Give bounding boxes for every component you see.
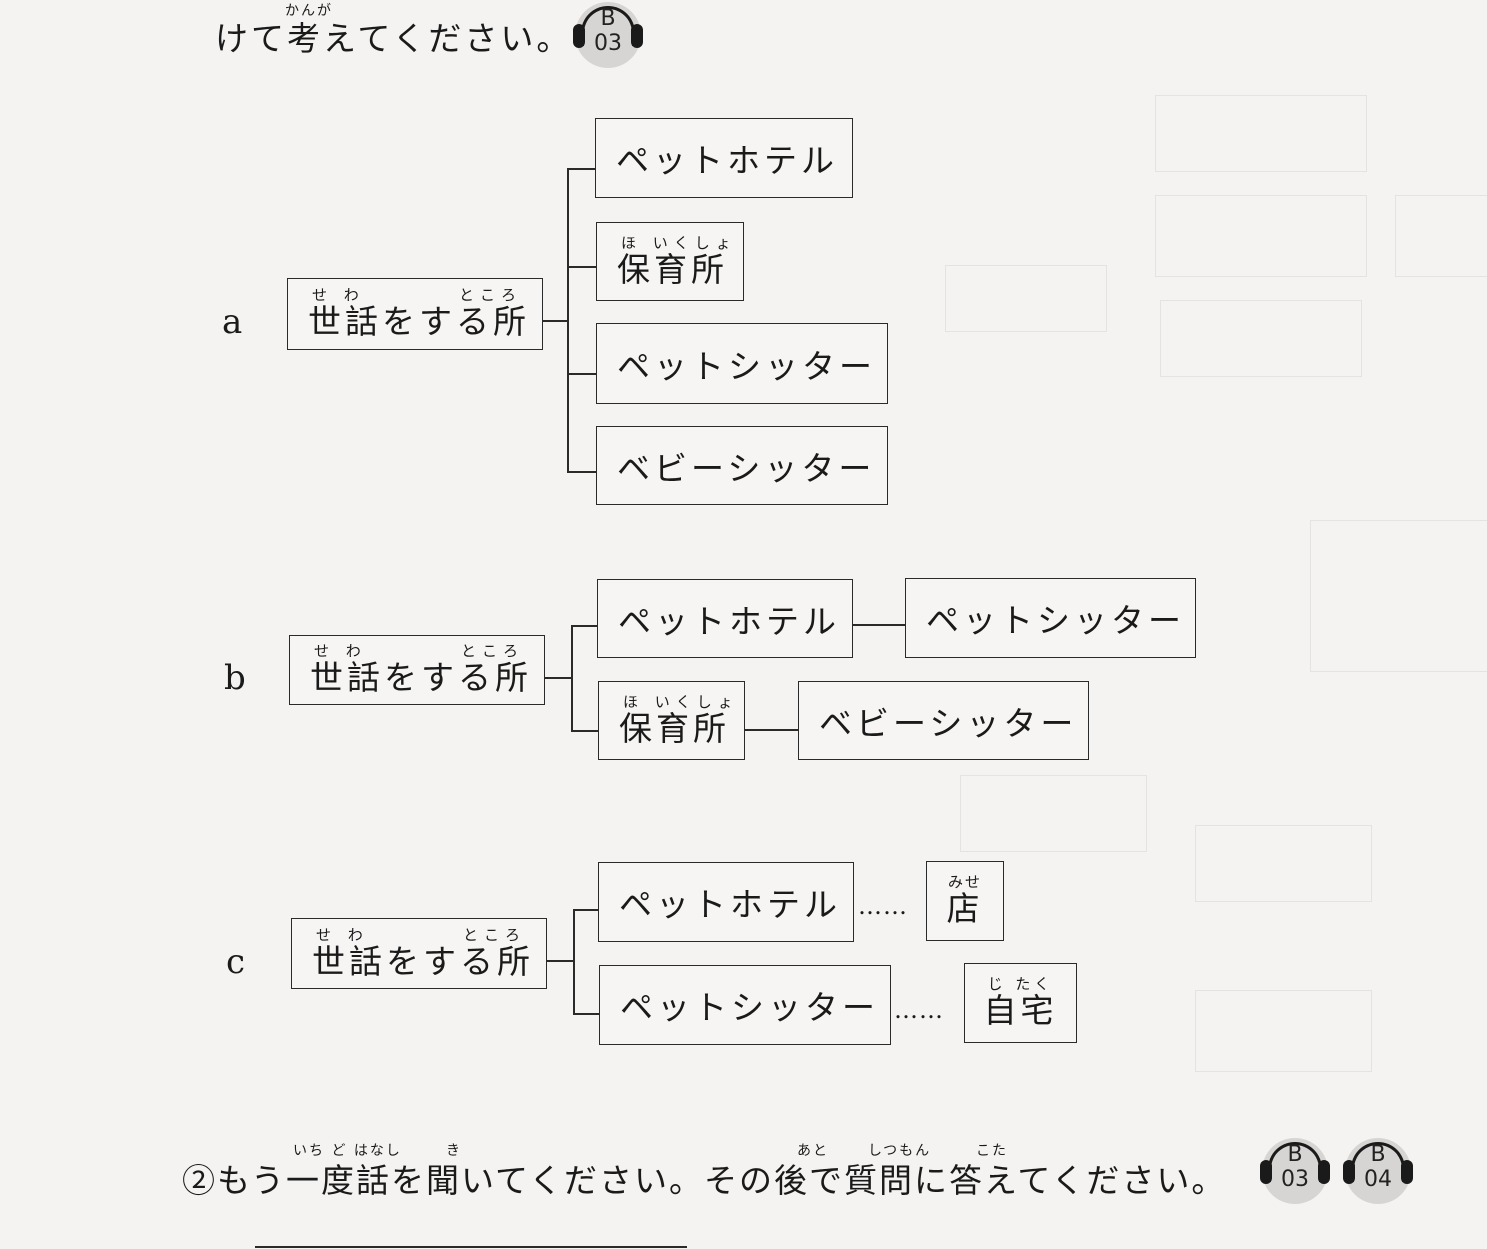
diagram-c-item-home: じ たく 自宅 bbox=[964, 963, 1077, 1043]
footer-furigana: いち ど はなし bbox=[293, 1143, 402, 1159]
diagram-a-item-pet-hotel: ペットホテル bbox=[595, 118, 853, 198]
headphone-ear-icon bbox=[573, 24, 585, 48]
ghost-box bbox=[1195, 825, 1372, 902]
diagram-c-item-pet-hotel: ペットホテル bbox=[598, 862, 854, 942]
item-ruby: ほ いくしょ bbox=[623, 692, 739, 711]
diagram-c-item-shop: みせ 店 bbox=[926, 861, 1004, 941]
ghost-box bbox=[1160, 300, 1362, 377]
headphone-ear-icon bbox=[631, 24, 643, 48]
diagram-c-root: せ わ ところ 世話をする所 bbox=[291, 918, 547, 989]
badge-number: 04 bbox=[1364, 1167, 1392, 1192]
connector-line bbox=[567, 168, 569, 472]
connector-line bbox=[745, 729, 798, 731]
root-ruby-left: せ わ bbox=[312, 286, 365, 304]
ghost-box bbox=[1155, 95, 1367, 172]
connector-line bbox=[573, 909, 575, 1015]
root-text: 世話をする所 bbox=[308, 302, 530, 341]
diagram-b-item-pet-sitter: ペットシッター bbox=[905, 578, 1196, 658]
ghost-box bbox=[945, 265, 1107, 332]
connector-line bbox=[571, 730, 598, 732]
connector-line bbox=[571, 625, 573, 732]
connector-line bbox=[545, 677, 572, 679]
ghost-box bbox=[1310, 520, 1487, 672]
root-ruby-right: ところ bbox=[462, 925, 526, 944]
headphone-ear-icon bbox=[1318, 1160, 1330, 1184]
badge-number: 03 bbox=[1281, 1167, 1309, 1192]
badge-number: 03 bbox=[594, 31, 622, 56]
audio-track-badge[interactable]: B 04 bbox=[1343, 1138, 1413, 1204]
item-text: 保育所 bbox=[617, 249, 728, 289]
root-ruby-right: ところ bbox=[458, 286, 522, 304]
connector-line bbox=[543, 320, 568, 322]
footer-furigana: こた bbox=[976, 1143, 1008, 1159]
diagram-b-item-nursery: ほ いくしょ 保育所 bbox=[598, 681, 745, 760]
headphone-ear-icon bbox=[1260, 1160, 1272, 1184]
dotted-leader: …… bbox=[858, 892, 908, 920]
bottom-rule bbox=[255, 1246, 687, 1248]
ghost-box bbox=[960, 775, 1147, 852]
item-text: 保育所 bbox=[619, 708, 730, 748]
footer-furigana: あと bbox=[797, 1143, 829, 1159]
root-text: 世話をする所 bbox=[310, 658, 532, 697]
diagram-c-item-pet-sitter: ペットシッター bbox=[599, 965, 891, 1045]
diagram-b-label: b bbox=[224, 658, 246, 698]
diagram-c-label: c bbox=[226, 942, 246, 982]
root-ruby-left: せ わ bbox=[316, 925, 369, 944]
connector-line bbox=[567, 266, 596, 268]
diagram-b-root: せ わ ところ 世話をする所 bbox=[289, 635, 545, 705]
root-text: 世話をする所 bbox=[312, 941, 534, 981]
connector-line bbox=[573, 1013, 599, 1015]
item-text: 自宅 bbox=[983, 991, 1058, 1030]
diagram-a-root: せ わ ところ 世話をする所 bbox=[287, 278, 543, 350]
connector-line bbox=[567, 471, 596, 473]
footer-instruction: ②もう一度話を聞いてください。その後で質問に答えてください。 bbox=[182, 1161, 1227, 1200]
diagram-a-item-nursery: ほ いくしょ 保育所 bbox=[596, 222, 744, 301]
footer-furigana: しつもん bbox=[868, 1143, 932, 1159]
footer-furigana: き bbox=[446, 1143, 462, 1159]
item-ruby: じ たく bbox=[987, 975, 1054, 993]
root-ruby-left: せ わ bbox=[314, 642, 367, 660]
diagram-a-item-pet-sitter: ペットシッター bbox=[596, 323, 888, 404]
item-text: 店 bbox=[946, 889, 984, 928]
item-ruby: みせ bbox=[947, 873, 982, 891]
dotted-leader: …… bbox=[894, 996, 944, 1024]
headphone-ear-icon bbox=[1343, 1160, 1355, 1184]
connector-line bbox=[571, 625, 597, 627]
diagram-b-item-baby-sitter: ベビーシッター bbox=[798, 681, 1089, 760]
badge-letter: B bbox=[1370, 1142, 1386, 1167]
connector-line bbox=[547, 960, 574, 962]
connector-line bbox=[853, 624, 905, 626]
diagram-a-label: a bbox=[222, 302, 243, 342]
root-ruby-right: ところ bbox=[460, 642, 524, 660]
badge-letter: B bbox=[600, 6, 616, 31]
connector-line bbox=[567, 373, 596, 375]
badge-letter: B bbox=[1287, 1142, 1303, 1167]
header-instruction: けて考えてください。 bbox=[215, 19, 573, 58]
audio-track-badge[interactable]: B 03 bbox=[1260, 1138, 1330, 1204]
item-ruby: ほ いくしょ bbox=[621, 233, 737, 252]
headphone-ear-icon bbox=[1401, 1160, 1413, 1184]
connector-line bbox=[573, 909, 598, 911]
header-furigana: かんが bbox=[285, 3, 333, 19]
connector-line bbox=[567, 168, 595, 170]
ghost-box bbox=[1395, 195, 1487, 277]
audio-track-badge[interactable]: B 03 bbox=[573, 2, 643, 68]
ghost-box bbox=[1155, 195, 1367, 277]
ghost-box bbox=[1195, 990, 1372, 1072]
diagram-a-item-baby-sitter: ベビーシッター bbox=[596, 426, 888, 505]
diagram-b-item-pet-hotel: ペットホテル bbox=[597, 579, 853, 658]
